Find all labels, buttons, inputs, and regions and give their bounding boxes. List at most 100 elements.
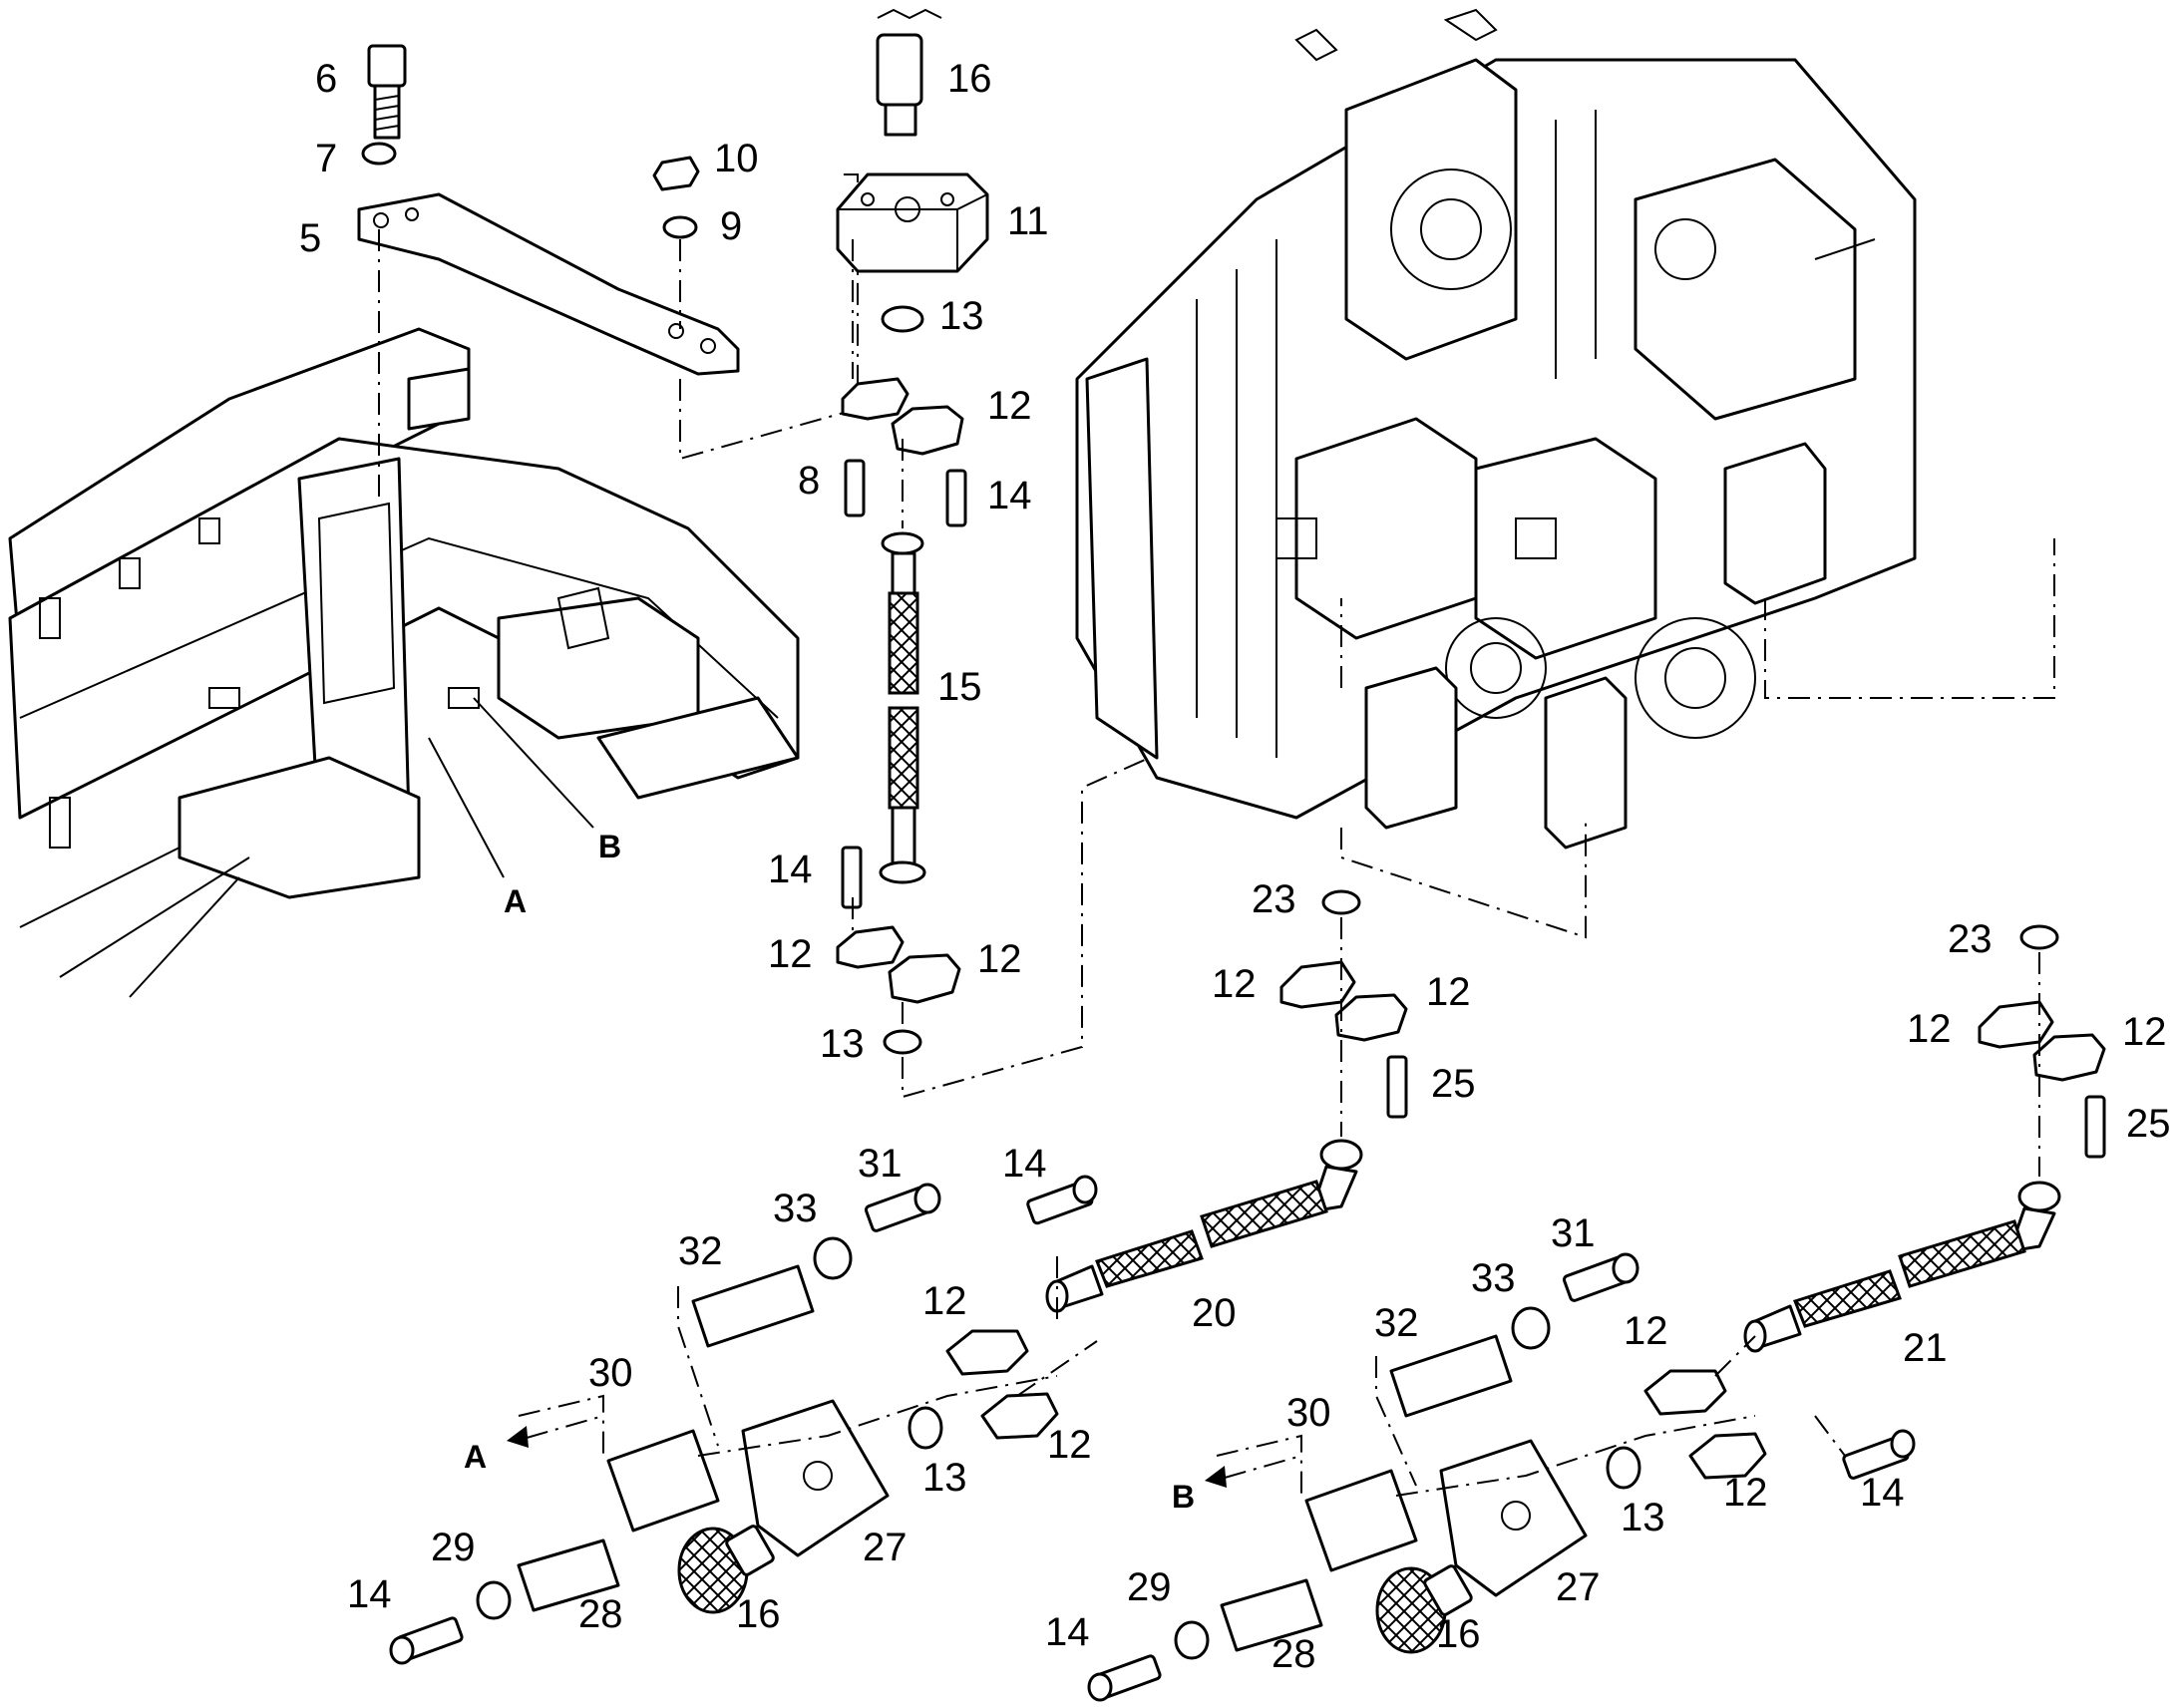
test-port-part-16-a: [677, 1525, 775, 1614]
callout-14: 14: [987, 474, 1032, 517]
callout-21: 21: [1903, 1326, 1948, 1370]
callout-11: 11: [1007, 199, 1049, 243]
flange-half-part-12-j: [980, 1392, 1059, 1440]
callout-15: 15: [937, 665, 982, 709]
flange-half-part-12-a: [841, 377, 909, 421]
callout-14: 14: [768, 848, 813, 891]
hose-part-15: [879, 531, 926, 884]
block-part-30-b: [1304, 1469, 1418, 1572]
callout-16: 16: [1436, 1612, 1481, 1656]
test-port-part-16-b: [1375, 1564, 1473, 1654]
screw-part-31-b: [1562, 1252, 1639, 1302]
plate-part-28-a: [517, 1538, 620, 1612]
chassis-frame: [8, 327, 800, 998]
callout-28: 28: [1272, 1632, 1316, 1676]
o-ring-part-23-b: [2019, 924, 2059, 950]
o-ring-part-13-top: [881, 305, 924, 333]
callout-32: 32: [678, 1229, 723, 1273]
callout-31: 31: [1551, 1211, 1596, 1255]
pump-assembly: [1075, 8, 1917, 850]
o-ring-part-13-d: [1606, 1446, 1641, 1490]
screw-part-31-a: [864, 1183, 941, 1232]
hose-part-21: [1743, 1181, 2061, 1353]
callout-20: 20: [1192, 1291, 1237, 1335]
callout-12: 12: [1047, 1423, 1092, 1467]
washer-part-7: [361, 142, 397, 166]
plate-part-27-a: [741, 1399, 890, 1557]
callout-12: 12: [1624, 1309, 1668, 1353]
callout-10: 10: [714, 137, 759, 180]
o-ring-part-23-a: [1321, 889, 1361, 915]
callout-27: 27: [1556, 1565, 1601, 1609]
callout-14: 14: [1045, 1610, 1090, 1654]
flange-half-part-12-g: [1978, 1000, 2054, 1049]
callout-27: 27: [863, 1526, 908, 1569]
callout-16: 16: [947, 57, 992, 101]
o-ring-part-13-lower: [883, 1029, 922, 1055]
callout-6: 6: [315, 57, 337, 101]
callout-30: 30: [588, 1351, 633, 1395]
callout-14: 14: [347, 1572, 392, 1616]
hose-part-20: [1045, 1139, 1363, 1313]
callout-23: 23: [1252, 877, 1296, 921]
callout-30: 30: [1286, 1391, 1331, 1435]
reference-letter-a: A: [504, 883, 527, 919]
screw-part-8: [844, 459, 866, 517]
callout-12: 12: [1426, 970, 1471, 1014]
flange-half-part-12-i: [945, 1329, 1029, 1376]
callout-25: 25: [1431, 1062, 1476, 1106]
screw-part-25-b: [2084, 1095, 2106, 1159]
callout-13: 13: [1621, 1496, 1665, 1539]
callout-14: 14: [1860, 1471, 1905, 1515]
flange-half-part-12-h: [2032, 1033, 2106, 1082]
callout-33: 33: [773, 1187, 818, 1230]
arrow-a-icon: [507, 1426, 529, 1448]
callout-13: 13: [922, 1456, 967, 1500]
callout-29: 29: [431, 1526, 476, 1569]
callout-25: 25: [2126, 1102, 2171, 1146]
screw-part-14-c: [1026, 1175, 1098, 1225]
callout-32: 32: [1374, 1301, 1419, 1345]
spacer-part-29-b: [1174, 1620, 1210, 1660]
block-part-30-a: [606, 1429, 720, 1533]
callout-31: 31: [858, 1142, 903, 1186]
callout-13: 13: [939, 294, 984, 338]
callout-23: 23: [1948, 917, 1993, 961]
leader-b: [473, 697, 594, 829]
nut-part-10: [652, 156, 700, 191]
callout-12: 12: [1212, 962, 1257, 1006]
screw-part-6: [367, 44, 407, 140]
screw-part-14-upper: [945, 469, 967, 527]
callout-12: 12: [1723, 1471, 1768, 1515]
plate-part-32-b: [1389, 1334, 1513, 1418]
block-part-11: [836, 172, 989, 273]
callout-33: 33: [1471, 1256, 1516, 1300]
callout-8: 8: [798, 459, 820, 503]
spacer-part-33-b: [1511, 1306, 1551, 1350]
leader-a: [428, 737, 505, 878]
flange-half-part-12-l: [1688, 1432, 1767, 1480]
washer-part-9: [662, 215, 698, 239]
flange-half-part-12-c: [836, 925, 905, 969]
callout-14: 14: [1002, 1142, 1047, 1186]
flange-half-part-12-d: [888, 953, 961, 1004]
callout-13: 13: [820, 1022, 865, 1066]
flange-half-part-12-k: [1643, 1369, 1727, 1416]
reference-letter-a-lower: A: [464, 1439, 487, 1475]
callout-12: 12: [977, 937, 1022, 981]
reference-letter-b-lower: B: [1172, 1479, 1195, 1515]
test-port-part-16-top: [876, 8, 942, 137]
callout-12: 12: [922, 1279, 967, 1323]
callout-16: 16: [736, 1592, 781, 1636]
flange-half-part-12-e: [1279, 960, 1356, 1009]
callout-9: 9: [720, 204, 742, 248]
flange-half-part-12-f: [1334, 993, 1408, 1042]
reference-letter-b: B: [598, 829, 621, 864]
callout-12: 12: [1907, 1007, 1952, 1051]
callout-12: 12: [987, 384, 1032, 428]
callout-12: 12: [2122, 1010, 2167, 1054]
o-ring-part-13-c: [908, 1406, 943, 1450]
callout-28: 28: [578, 1592, 623, 1636]
screw-part-14-d: [389, 1616, 464, 1665]
